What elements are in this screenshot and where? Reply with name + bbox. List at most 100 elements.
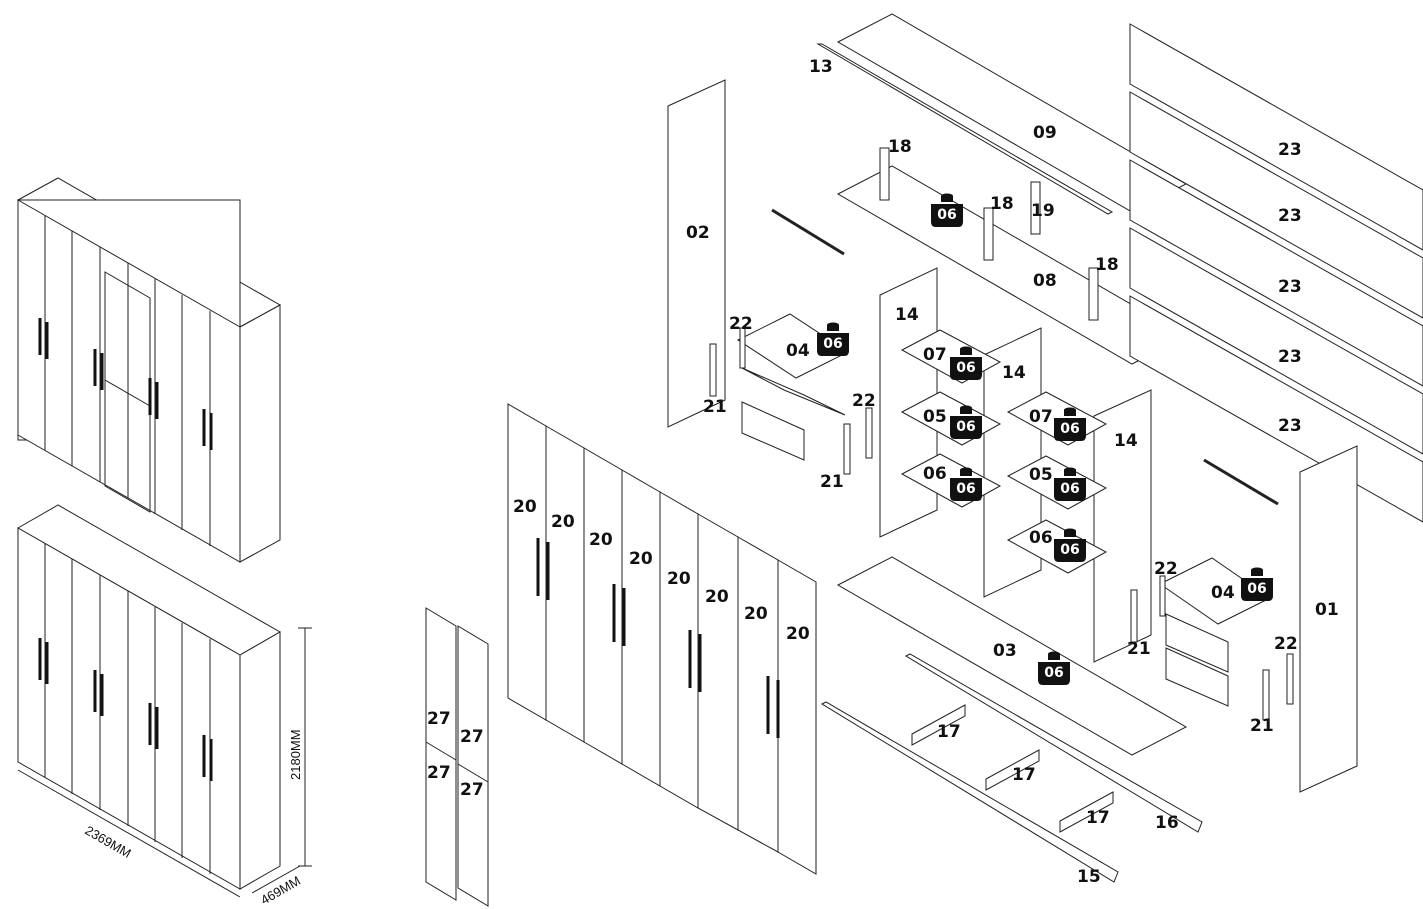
part-label-p21a: 21 xyxy=(703,397,727,417)
part-label-p17a: 17 xyxy=(937,722,961,742)
mirror-panel-27-a xyxy=(425,607,457,901)
divider-18-c xyxy=(1088,267,1099,321)
hardware-badge-label: 06 xyxy=(937,207,956,223)
rail-13 xyxy=(816,43,1114,215)
hardware-bag-icon: 06 xyxy=(950,346,982,380)
part-label-p07a: 07 xyxy=(923,345,947,365)
part-label-p27c: 27 xyxy=(427,763,451,783)
block-17-c xyxy=(1059,791,1114,833)
part-label-p21b: 21 xyxy=(820,472,844,492)
part-label-p05b: 05 xyxy=(1029,465,1053,485)
part-label-p17c: 17 xyxy=(1086,808,1110,828)
block-17-a xyxy=(911,704,966,746)
part-label-p14c: 14 xyxy=(1114,431,1138,451)
drawer-box-b1 xyxy=(1165,613,1229,673)
part-label-p13: 13 xyxy=(809,57,833,77)
part-label-p20c: 20 xyxy=(589,530,613,550)
hanging-rod-right xyxy=(1203,458,1279,506)
hardware-bag-icon: 06 xyxy=(931,193,963,227)
hardware-badge-label: 06 xyxy=(823,336,842,352)
part-label-p14b: 14 xyxy=(1002,363,1026,383)
part-label-p22b: 22 xyxy=(852,391,876,411)
part-label-p18a: 18 xyxy=(888,137,912,157)
height-dimension-label: 2180MM xyxy=(288,729,303,780)
door-20-c xyxy=(583,447,623,765)
part-label-p07b: 07 xyxy=(1029,407,1053,427)
rail-15 xyxy=(820,701,1119,883)
part-label-p21d: 21 xyxy=(1250,716,1274,736)
part-label-p22d: 22 xyxy=(1274,634,1298,654)
divider-18-a xyxy=(879,147,890,201)
part-label-p04a: 04 xyxy=(786,341,810,361)
hardware-badge-label: 06 xyxy=(1060,542,1079,558)
door-20-a xyxy=(507,403,547,721)
side-panel-01 xyxy=(1299,445,1358,793)
part-label-p18c: 18 xyxy=(1095,255,1119,275)
part-label-p18b: 18 xyxy=(990,194,1014,214)
part-label-p20a: 20 xyxy=(513,497,537,517)
part-label-p16: 16 xyxy=(1155,813,1179,833)
part-label-p22a: 22 xyxy=(729,314,753,334)
door-20-d xyxy=(621,469,661,787)
part-label-p27a: 27 xyxy=(427,709,451,729)
hardware-badge-label: 06 xyxy=(1060,481,1079,497)
block-17-b xyxy=(985,749,1040,791)
part-label-p03: 03 xyxy=(993,641,1017,661)
door-20-e xyxy=(659,491,699,809)
part-label-p19: 19 xyxy=(1031,201,1055,221)
assembled-wardrobe-closed-view xyxy=(16,504,312,898)
hardware-badge-label: 06 xyxy=(1044,665,1063,681)
part-label-p20f: 20 xyxy=(705,587,729,607)
hardware-bag-icon: 06 xyxy=(950,405,982,439)
hardware-badge-label: 06 xyxy=(956,481,975,497)
rail-16 xyxy=(904,653,1203,833)
divider-19 xyxy=(1030,181,1041,235)
part-label-p17b: 17 xyxy=(1012,765,1036,785)
assembled-wardrobe-mirror-view xyxy=(16,177,282,563)
part-label-p23e: 23 xyxy=(1278,416,1302,436)
door-20-g xyxy=(737,536,779,853)
part-labels: 0102030404050506060707080913141414151617… xyxy=(427,57,1339,887)
door-20-b xyxy=(545,425,585,743)
hanging-rod-left xyxy=(771,208,845,256)
part-label-p20h: 20 xyxy=(786,624,810,644)
part-label-p01: 01 xyxy=(1315,600,1339,620)
hardware-bag-icon: 06 xyxy=(1054,467,1086,501)
hardware-bag-icon: 06 xyxy=(1054,528,1086,562)
part-label-p20b: 20 xyxy=(551,512,575,532)
hardware-bag-icon: 06 xyxy=(817,322,849,356)
part-label-p05a: 05 xyxy=(923,407,947,427)
part-label-p23d: 23 xyxy=(1278,347,1302,367)
drawer-box-a xyxy=(741,401,805,461)
part-label-p02: 02 xyxy=(686,223,710,243)
hardware-bag-icon: 06 xyxy=(950,467,982,501)
drawer-box-b2 xyxy=(1165,647,1229,707)
depth-dimension-label: 469MM xyxy=(258,873,303,908)
side-panel-02 xyxy=(667,79,726,428)
door-20-f xyxy=(697,513,739,831)
back-panel-23-b xyxy=(1129,91,1423,319)
part-label-p27d: 27 xyxy=(460,780,484,800)
part-label-p21c: 21 xyxy=(1127,639,1151,659)
part-label-p20d: 20 xyxy=(629,549,653,569)
part-label-p04b: 04 xyxy=(1211,583,1235,603)
part-label-p23a: 23 xyxy=(1278,140,1302,160)
panel-03 xyxy=(836,556,1188,756)
width-dimension-label: 2369MM xyxy=(83,823,134,861)
part-label-p09: 09 xyxy=(1033,123,1057,143)
part-label-p15: 15 xyxy=(1077,867,1101,887)
part-label-p06b: 06 xyxy=(1029,528,1053,548)
mirror-panel-27-b xyxy=(457,625,489,907)
part-label-p20e: 20 xyxy=(667,569,691,589)
part-label-p22c: 22 xyxy=(1154,559,1178,579)
door-20-h xyxy=(777,559,817,875)
divider-18-b xyxy=(983,207,994,261)
part-label-p20g: 20 xyxy=(744,604,768,624)
part-label-p08: 08 xyxy=(1033,271,1057,291)
hardware-badge-label: 06 xyxy=(956,419,975,435)
hardware-bag-icon: 06 xyxy=(1038,651,1070,685)
back-panel-23-d xyxy=(1129,227,1423,455)
exploded-parts xyxy=(425,13,1423,907)
